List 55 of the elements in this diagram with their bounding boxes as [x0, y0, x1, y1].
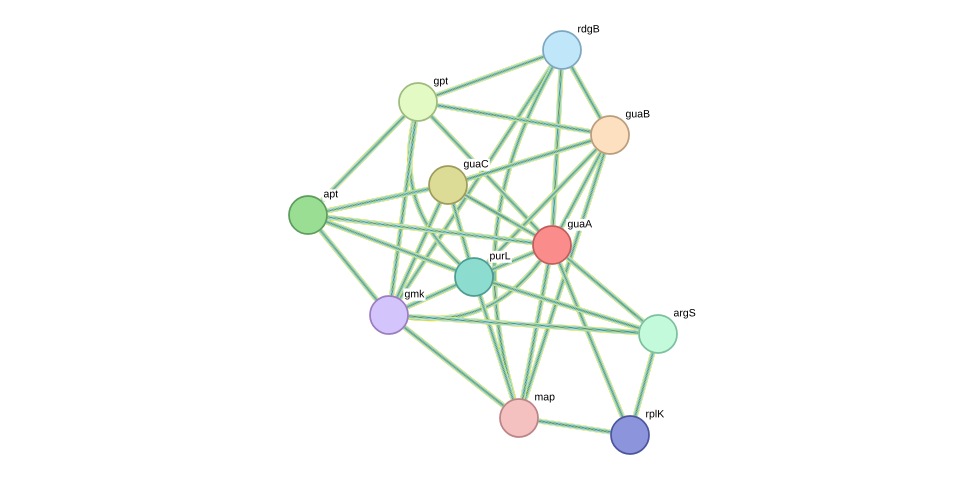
interaction-line — [632, 352, 656, 417]
protein-node: gpt — [398, 76, 450, 122]
interaction-line — [326, 186, 430, 214]
interaction-line — [550, 69, 564, 226]
node-label: guaA — [568, 220, 592, 230]
interaction-line — [478, 295, 516, 400]
protein-node: guaB — [590, 108, 652, 155]
interaction-line — [436, 54, 544, 98]
interaction-line — [389, 121, 418, 296]
interaction-line — [491, 250, 535, 272]
protein-node: guaA — [532, 218, 594, 265]
interaction-line — [326, 220, 456, 272]
interaction-line — [394, 202, 442, 298]
interaction-line — [450, 203, 472, 259]
interaction-line — [407, 120, 462, 266]
interaction-line — [486, 148, 598, 264]
interaction-line — [522, 153, 606, 400]
interaction-line — [398, 65, 554, 300]
node-label: apt — [324, 190, 338, 200]
node-label: guaB — [626, 110, 650, 120]
node-label: argS — [674, 308, 696, 319]
node-label: gpt — [434, 78, 448, 87]
interaction-line — [492, 66, 555, 400]
node-label: gmk — [404, 290, 424, 300]
node-label: rdgB — [578, 24, 600, 35]
node-label: purL — [490, 252, 510, 262]
interaction-line — [430, 114, 540, 232]
protein-node: map — [499, 394, 556, 438]
protein-node: apt — [288, 189, 340, 235]
protein-node: rplK — [610, 408, 666, 455]
protein-node: guaC — [428, 158, 490, 205]
interaction-line — [437, 102, 591, 134]
interaction-line — [566, 256, 644, 324]
interaction-line — [466, 138, 592, 182]
interaction-line — [318, 228, 378, 302]
interaction-line — [464, 192, 536, 238]
interaction-line — [327, 214, 533, 246]
interaction-line — [492, 280, 640, 331]
interaction-line — [538, 418, 611, 435]
interaction-line — [570, 66, 602, 119]
interaction-line — [557, 262, 625, 418]
protein-node: argS — [638, 308, 697, 354]
node-label: rplK — [646, 410, 664, 420]
node-label: map — [535, 394, 555, 403]
interaction-line — [408, 314, 639, 336]
interaction-line — [406, 282, 457, 310]
interaction-line — [559, 151, 604, 229]
protein-node: rdgB — [542, 24, 601, 70]
protein-node: purL — [454, 250, 512, 297]
interaction-line — [320, 114, 406, 203]
node-label: guaC — [464, 160, 488, 170]
interaction-line — [520, 264, 551, 399]
protein-node: gmk — [369, 288, 426, 335]
interaction-line — [408, 259, 542, 322]
interaction-line — [402, 325, 506, 408]
